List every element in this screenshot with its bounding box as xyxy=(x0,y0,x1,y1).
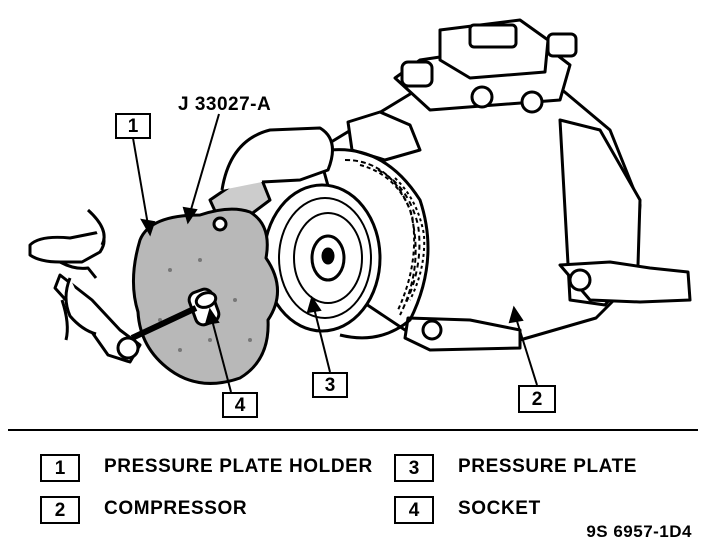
legend-label-2: COMPRESSOR xyxy=(104,498,248,519)
legend-divider xyxy=(8,429,698,431)
legend-number-3: 3 xyxy=(394,454,434,482)
legend-number-4: 4 xyxy=(394,496,434,524)
legend-label-4: SOCKET xyxy=(458,498,541,519)
callout-2: 2 xyxy=(518,385,556,413)
ratchet-and-hand xyxy=(28,208,142,364)
callout-1: 1 xyxy=(115,113,151,139)
tool-number-label: J 33027-A xyxy=(178,94,272,115)
legend-label-3: PRESSURE PLATE xyxy=(458,456,638,477)
clutch-coil xyxy=(329,148,430,340)
figure-code: 9S 6957-1D4 xyxy=(586,522,692,541)
legend-label-1: PRESSURE PLATE HOLDER xyxy=(104,456,373,477)
pressure-plate xyxy=(262,183,382,333)
callout-3: 3 xyxy=(312,372,348,398)
legend-number-1: 1 xyxy=(40,454,80,482)
compressor-body xyxy=(316,18,692,352)
legend-number-2: 2 xyxy=(40,496,80,524)
callout-4: 4 xyxy=(222,392,258,418)
leader-lines xyxy=(132,113,538,393)
